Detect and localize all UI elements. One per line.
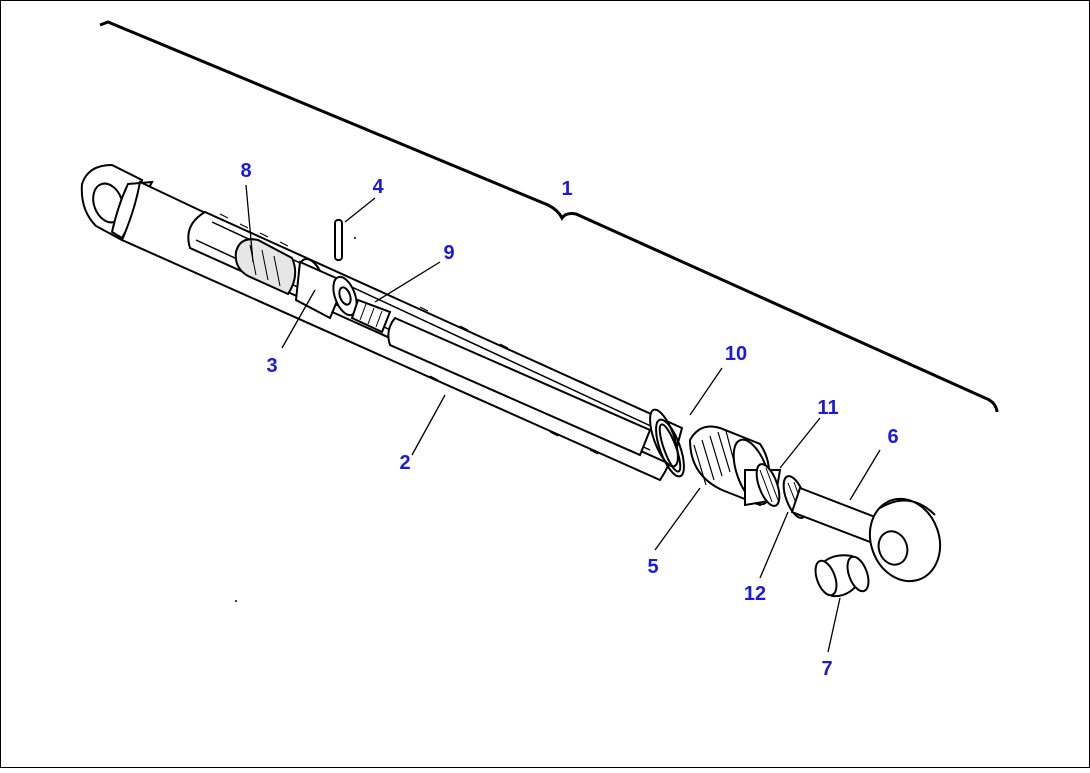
callout-labels: 1 2 3 4 5 6 7 8 9 10 11 12 bbox=[240, 160, 898, 680]
piston-assembly bbox=[234, 238, 652, 457]
o-ring bbox=[655, 418, 685, 478]
pin bbox=[334, 219, 343, 261]
rod-end bbox=[790, 486, 942, 583]
callout-2: 2 bbox=[399, 452, 410, 474]
callout-6: 6 bbox=[887, 426, 898, 448]
callout-1: 1 bbox=[561, 178, 572, 200]
callout-11: 11 bbox=[817, 397, 838, 419]
callout-9: 9 bbox=[443, 242, 454, 264]
bushing bbox=[814, 554, 870, 598]
callout-12: 12 bbox=[744, 583, 766, 605]
callout-5: 5 bbox=[647, 556, 658, 578]
callout-7: 7 bbox=[821, 658, 832, 680]
callout-10: 10 bbox=[725, 343, 747, 365]
leader-lines bbox=[245, 184, 881, 653]
callout-8: 8 bbox=[240, 160, 251, 182]
assembly-bracket bbox=[99, 20, 999, 413]
callout-4: 4 bbox=[372, 176, 384, 198]
callout-3: 3 bbox=[266, 355, 277, 377]
